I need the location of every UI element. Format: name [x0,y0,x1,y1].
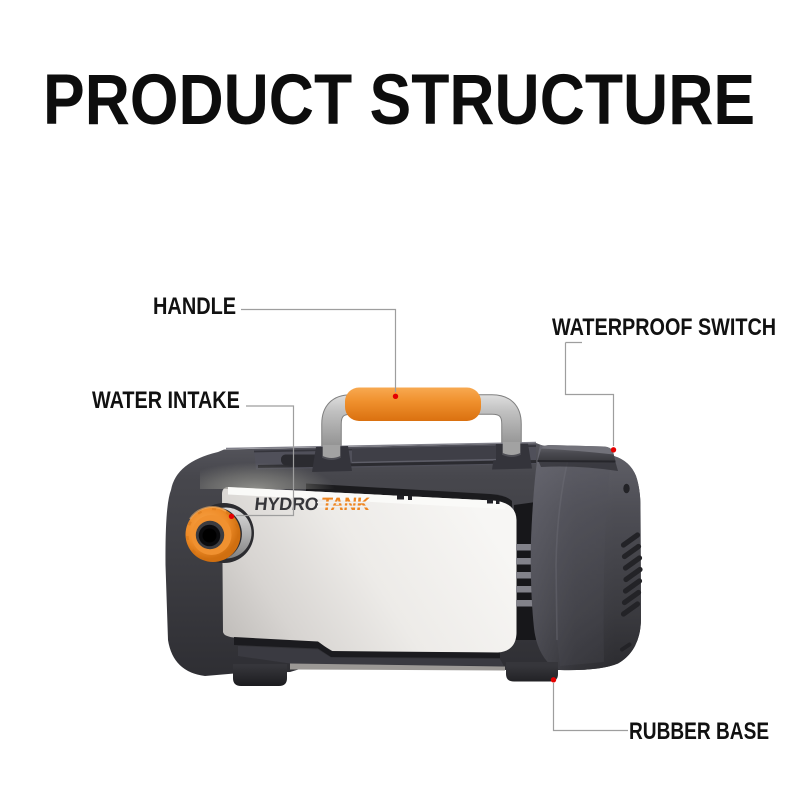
svg-text:HYDROTANK: HYDROTANK [254,494,371,514]
